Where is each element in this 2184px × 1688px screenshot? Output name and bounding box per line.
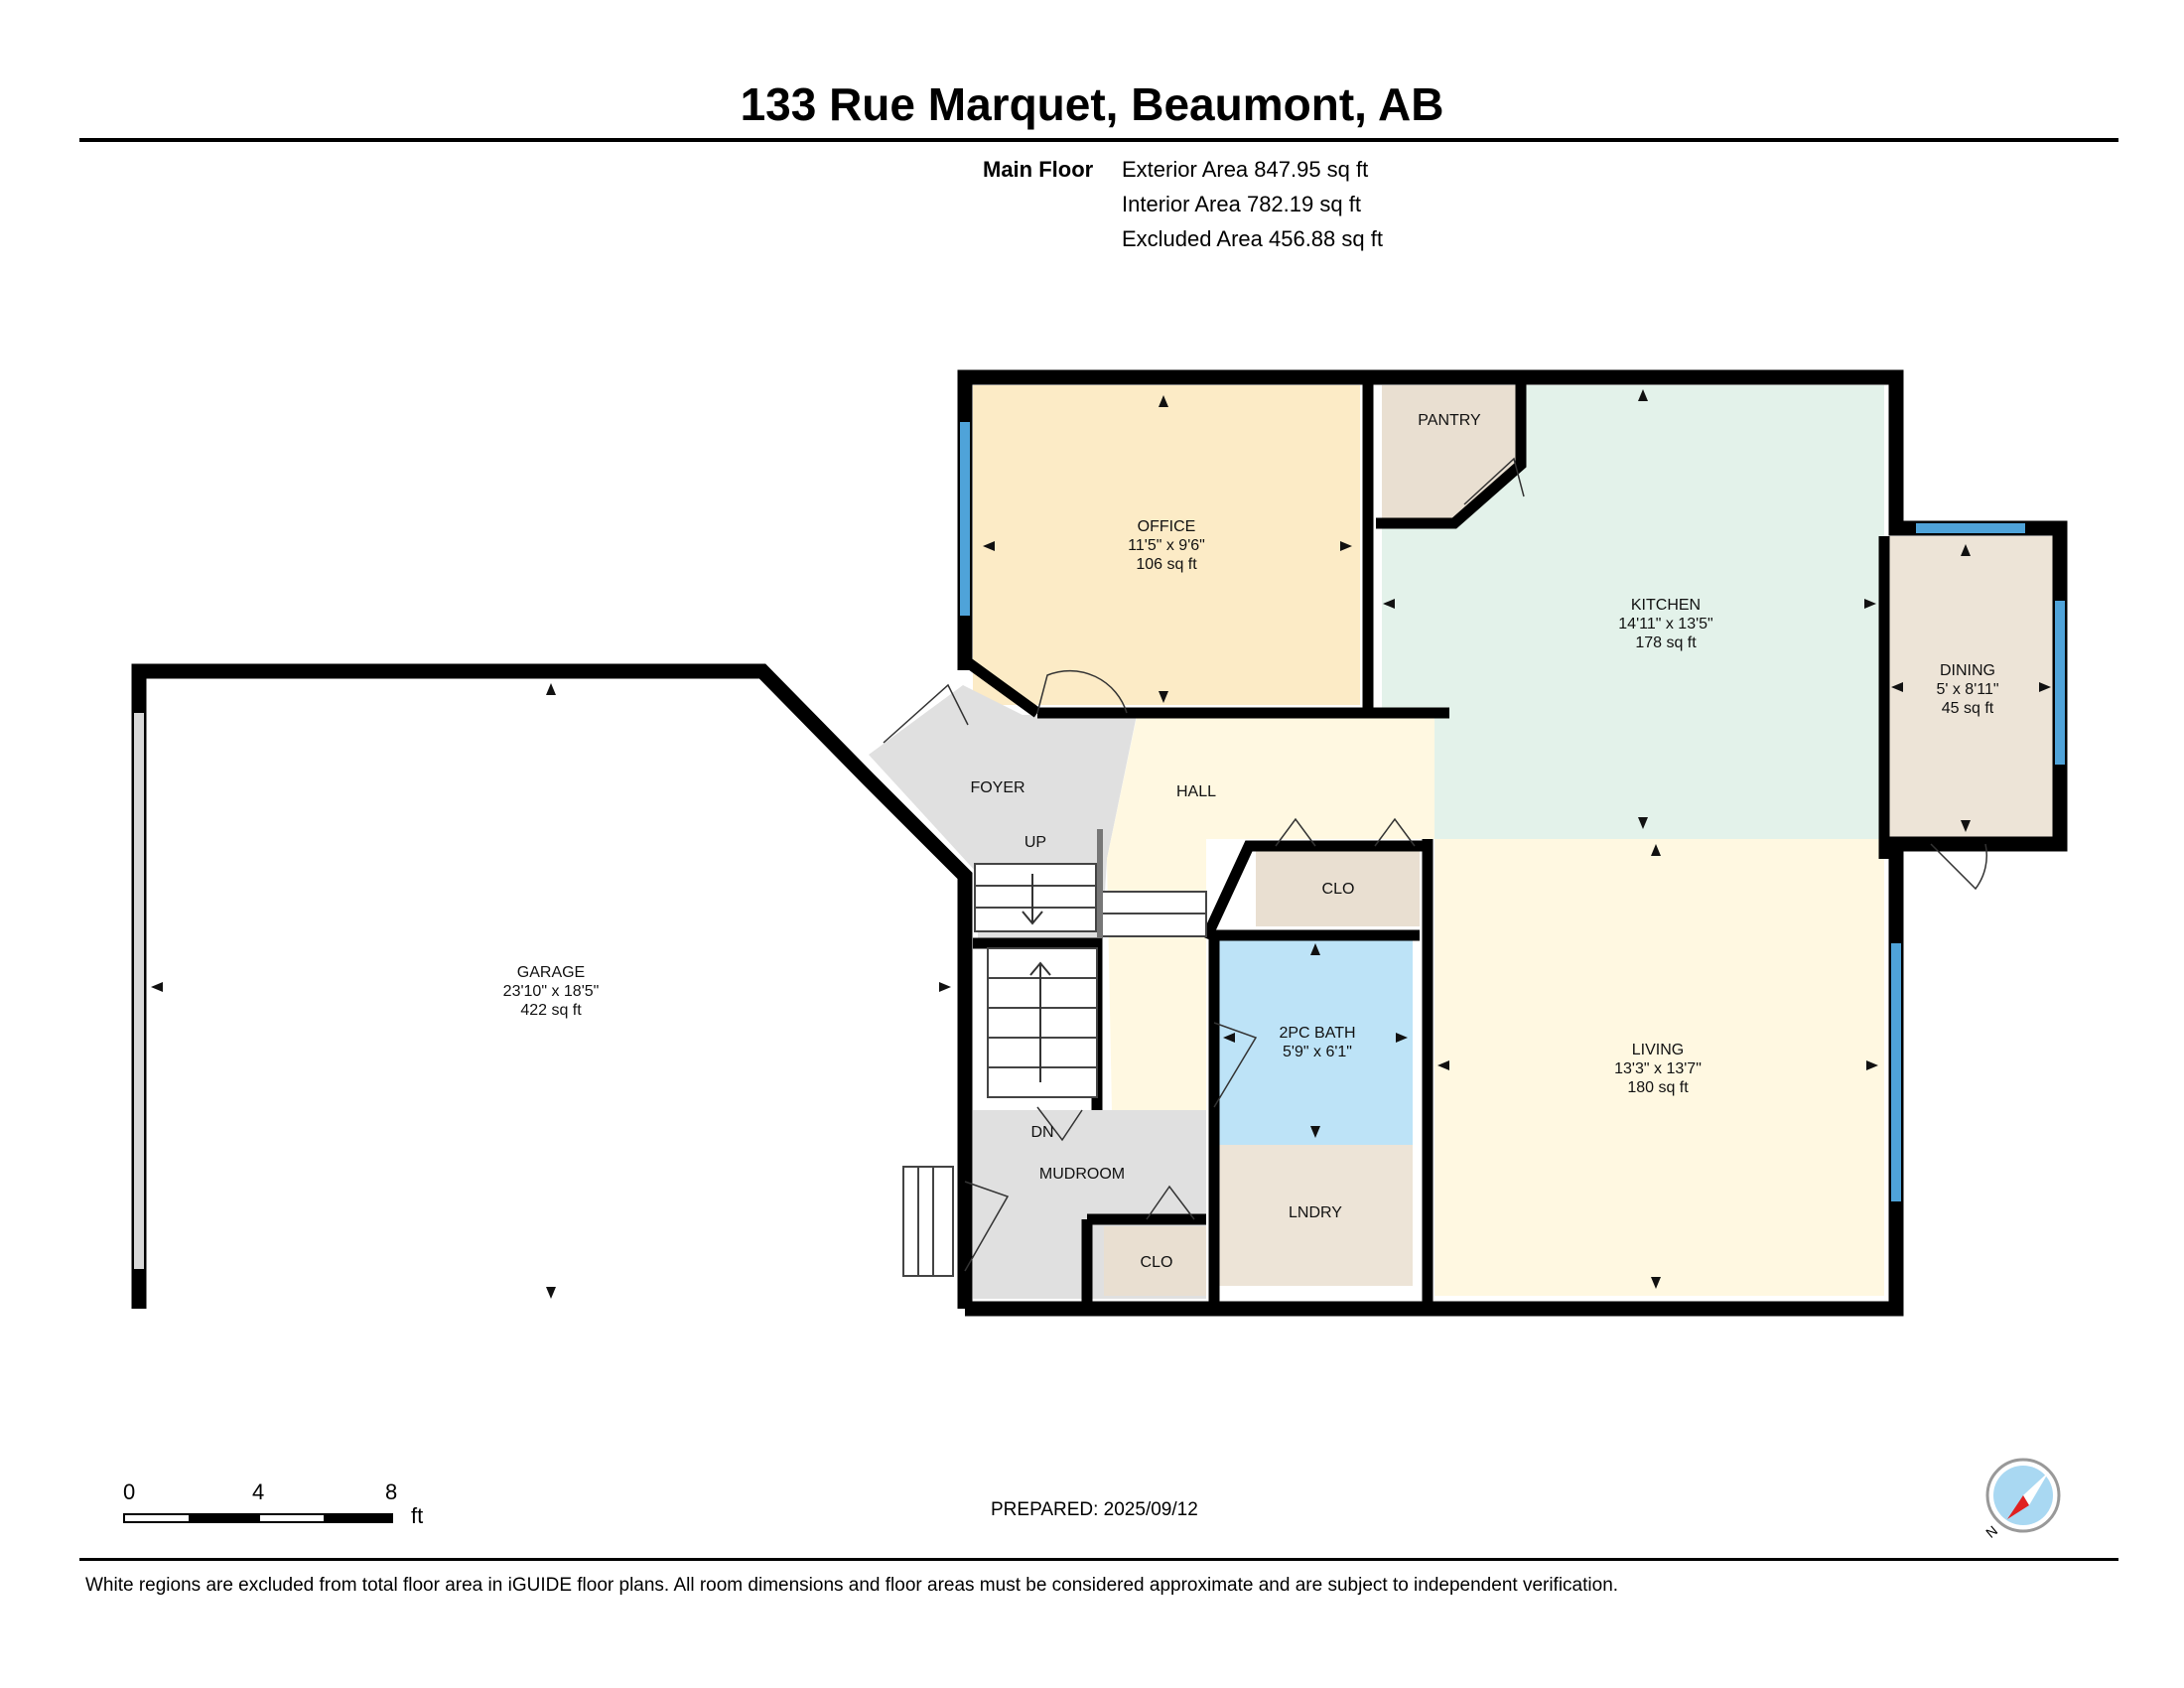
title-divider xyxy=(79,138,2118,142)
pantry-label: PANTRY xyxy=(1418,412,1481,429)
scale-bar: 0 4 8 ft xyxy=(123,1479,424,1539)
mudroom-label: MUDROOM xyxy=(1039,1166,1125,1183)
office-dims: 11'5" x 9'6" xyxy=(1128,537,1205,554)
dining-label: DINING xyxy=(1940,662,1995,679)
kitchen-dims: 14'11" x 13'5" xyxy=(1618,616,1712,633)
interior-area: Interior Area 782.19 sq ft xyxy=(1122,192,1361,216)
front-door xyxy=(883,683,969,744)
closet-mud-fill xyxy=(1104,1226,1206,1296)
bath-label: 2PC BATH xyxy=(1279,1025,1355,1042)
living-dims: 13'3" x 13'7" xyxy=(1614,1060,1702,1077)
page-title: 133 Rue Marquet, Beaumont, AB xyxy=(740,78,1444,130)
hall-closet-door xyxy=(1275,817,1416,847)
dining-fill xyxy=(1884,536,2053,839)
garage-door-opening xyxy=(134,713,144,1269)
scale-tick-8: 8 xyxy=(385,1479,398,1504)
mud-closet-door xyxy=(1146,1185,1195,1220)
stair-door xyxy=(1036,1106,1083,1142)
scale-tick-0: 0 xyxy=(123,1479,136,1504)
office-area: 106 sq ft xyxy=(1136,556,1197,573)
excluded-area: Excluded Area 456.88 sq ft xyxy=(1122,226,1383,251)
footer-divider xyxy=(79,1558,2118,1561)
compass-icon: N xyxy=(1982,1458,2065,1541)
foyer-label: FOYER xyxy=(970,779,1024,796)
exterior-area: Exterior Area 847.95 sq ft xyxy=(1122,157,1369,182)
laundry-label: LNDRY xyxy=(1289,1204,1342,1221)
office-label: OFFICE xyxy=(1138,518,1196,535)
prepared-date: PREPARED: 2025/09/12 xyxy=(991,1499,1198,1520)
closet-hall-wall xyxy=(1201,840,1428,941)
office-fill xyxy=(973,385,1360,705)
garage-label: GARAGE xyxy=(517,964,585,981)
hall-fill xyxy=(1107,717,1434,1110)
closet-hall-fill xyxy=(1256,849,1420,926)
dining-area: 45 sq ft xyxy=(1942,700,1994,717)
kitchen-fill xyxy=(1382,385,1884,839)
stairs-up-label: UP xyxy=(1024,834,1046,851)
pantry-door xyxy=(1463,457,1525,505)
scale-tick-4: 4 xyxy=(252,1479,265,1504)
living-area: 180 sq ft xyxy=(1627,1079,1689,1096)
garage-area: 422 sq ft xyxy=(520,1002,582,1019)
dining-dims: 5' x 8'11" xyxy=(1936,681,1998,698)
kitchen-label: KITCHEN xyxy=(1631,597,1701,614)
floor-name: Main Floor xyxy=(983,157,1094,182)
compass-north-label: N xyxy=(1983,1522,2000,1539)
garage-dims: 23'10" x 18'5" xyxy=(503,983,600,1000)
closet-mud-label: CLO xyxy=(1141,1254,1173,1271)
stairs-down xyxy=(987,947,1098,1098)
mudroom-steps xyxy=(902,1166,954,1277)
disclaimer: White regions are excluded from total fl… xyxy=(85,1575,1619,1596)
pantry-wall xyxy=(1376,382,1527,529)
closet-hall-label: CLO xyxy=(1322,881,1355,898)
bath-fill xyxy=(1219,938,1413,1145)
mudroom-door xyxy=(964,1181,1010,1272)
bath-door xyxy=(1213,1022,1258,1108)
living-fill xyxy=(1434,839,1884,1296)
foyer-wall xyxy=(961,655,1041,718)
bath-dims: 5'9" x 6'1" xyxy=(1283,1044,1352,1060)
scale-unit: ft xyxy=(411,1503,424,1528)
hall-label: HALL xyxy=(1176,783,1216,800)
stairs-down-label: DN xyxy=(1030,1124,1053,1141)
kitchen-area: 178 sq ft xyxy=(1635,634,1697,651)
living-label: LIVING xyxy=(1632,1042,1684,1058)
dining-door xyxy=(1930,843,1988,891)
laundry-fill xyxy=(1219,1145,1413,1286)
office-door xyxy=(1036,669,1128,714)
